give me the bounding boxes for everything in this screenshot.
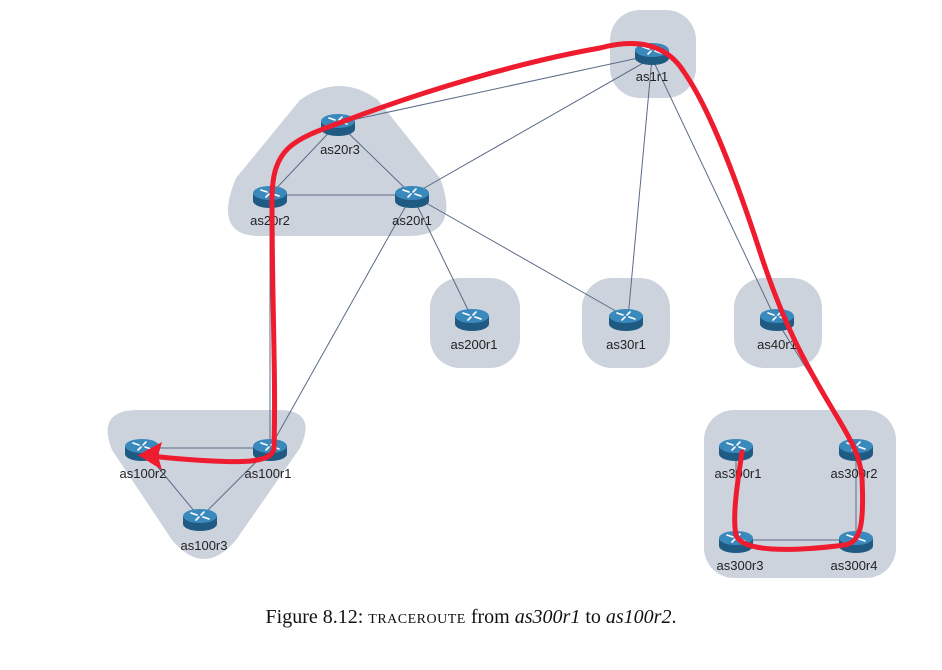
caption-prefix: Figure 8.12: [265,606,369,628]
router-label-as20r1: as20r1 [392,213,432,228]
routers: as1r1 as20r3 as20r2 as20r1 as200r1 as30r… [120,42,878,573]
caption-suffix: . [671,606,677,628]
caption-command: traceroute [368,606,466,628]
router-as200r1[interactable]: as200r1 [451,308,498,352]
router-as100r3[interactable]: as100r3 [181,508,228,553]
caption-from: from [465,606,515,628]
router-label-as1r1: as1r1 [636,69,669,84]
router-icon [394,185,430,209]
router-as100r2[interactable]: as100r2 [120,438,167,481]
router-as300r3[interactable]: as300r3 [717,530,764,573]
router-icon [182,508,218,532]
router-label-as40r1: as40r1 [757,337,797,352]
router-as300r4[interactable]: as300r4 [831,530,878,573]
router-label-as30r1: as30r1 [606,337,646,352]
caption-source: as300r1 [514,606,581,628]
router-label-as300r3: as300r3 [717,558,764,573]
router-label-as100r1: as100r1 [245,466,292,481]
router-label-as20r3: as20r3 [320,142,360,157]
router-icon [608,308,644,332]
caption-destination: as100r2 [605,606,672,628]
router-label-as100r2: as100r2 [120,466,167,481]
router-as1r1[interactable]: as1r1 [634,42,670,84]
caption-to: to [580,606,606,628]
router-label-as200r1: as200r1 [451,337,498,352]
router-as20r3[interactable]: as20r3 [320,113,360,157]
router-label-as300r2: as300r2 [831,466,878,481]
router-as100r1[interactable]: as100r1 [245,438,292,481]
traceroute-path [147,41,866,552]
router-as30r1[interactable]: as30r1 [606,308,646,352]
traceroute-arrowhead [138,442,162,470]
router-as40r1[interactable]: as40r1 [757,308,797,352]
router-label-as100r3: as100r3 [181,538,228,553]
router-as20r1[interactable]: as20r1 [392,185,432,228]
router-icon [718,438,754,462]
router-as300r2[interactable]: as300r2 [831,438,878,481]
router-icon [454,308,490,332]
router-label-as300r4: as300r4 [831,558,878,573]
figure-caption: Figure 8.12: traceroute from as300r1 to … [0,606,942,629]
